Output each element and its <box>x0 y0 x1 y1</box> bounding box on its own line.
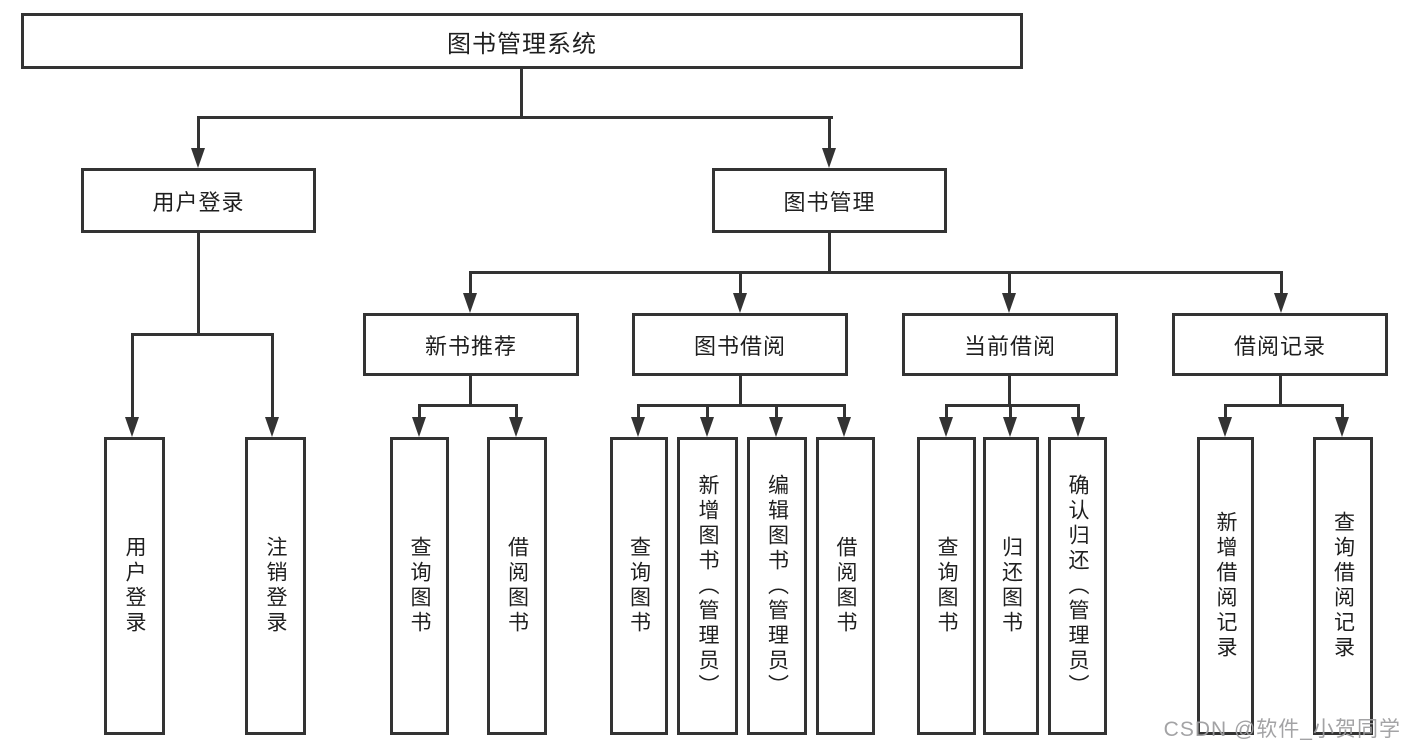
leaf-logout: 注销登录 <box>245 437 306 735</box>
arrow-down-icon <box>1218 417 1232 437</box>
arrow-down-icon <box>265 417 279 437</box>
connector-user-login-vertical <box>197 232 200 336</box>
arrow-down-icon <box>125 417 139 437</box>
connector-to-bb-query <box>637 404 640 419</box>
arrow-down-icon <box>1071 417 1085 437</box>
connector-to-cb-confirm <box>1077 404 1080 419</box>
connector-book-mgmt-vertical <box>828 232 831 273</box>
arrow-down-icon <box>822 148 836 168</box>
leaf-br-add-record: 新增借阅记录 <box>1197 437 1254 735</box>
connector-to-bb-borrow <box>843 404 846 419</box>
connector-user-login-horizontal <box>131 333 274 336</box>
node-borrow-record: 借阅记录 <box>1172 313 1388 376</box>
node-book-management: 图书管理 <box>712 168 947 233</box>
arrow-down-icon <box>700 417 714 437</box>
arrow-down-icon <box>1335 417 1349 437</box>
connector-book-borrow-horizontal <box>637 404 846 407</box>
arrow-down-icon <box>191 148 205 168</box>
connector-new-rec-horizontal <box>418 404 518 407</box>
leaf-user-login: 用户登录 <box>104 437 165 735</box>
connector-to-user-login <box>197 116 200 150</box>
connector-to-new-rec <box>469 271 472 295</box>
connector-to-cur-borrow <box>1008 271 1011 295</box>
connector-to-book-mgmt <box>828 116 831 150</box>
arrow-down-icon <box>509 417 523 437</box>
leaf-bb-add-books-admin: 新增图书（管理员） <box>677 437 738 735</box>
node-new-book-recommend: 新书推荐 <box>363 313 579 376</box>
connector-to-leaf-login <box>131 333 134 419</box>
leaf-bb-edit-books-admin: 编辑图书（管理员） <box>747 437 807 735</box>
leaf-cb-query-books: 查询图书 <box>917 437 976 735</box>
connector-borrow-rec-horizontal <box>1224 404 1344 407</box>
connector-to-leaf-logout <box>271 333 274 419</box>
connector-to-book-borrow <box>739 271 742 295</box>
connector-book-borrow-vertical <box>739 376 742 407</box>
connector-new-rec-vertical <box>469 376 472 407</box>
node-user-login: 用户登录 <box>81 168 316 233</box>
connector-book-mgmt-horizontal <box>469 271 1283 274</box>
connector-to-rec-borrow <box>515 404 518 419</box>
connector-borrow-rec-vertical <box>1279 376 1282 407</box>
connector-root-vertical <box>520 67 523 118</box>
leaf-bb-borrow-books: 借阅图书 <box>816 437 875 735</box>
connector-to-br-add <box>1224 404 1227 419</box>
arrow-down-icon <box>769 417 783 437</box>
arrow-down-icon <box>1002 293 1016 313</box>
arrow-down-icon <box>1274 293 1288 313</box>
arrow-down-icon <box>733 293 747 313</box>
leaf-br-query-record: 查询借阅记录 <box>1313 437 1373 735</box>
leaf-rec-query-books: 查询图书 <box>390 437 449 735</box>
arrow-down-icon <box>463 293 477 313</box>
arrow-down-icon <box>837 417 851 437</box>
connector-to-bb-add <box>706 404 709 419</box>
leaf-rec-borrow-books: 借阅图书 <box>487 437 547 735</box>
connector-root-horizontal <box>197 116 833 119</box>
connector-to-br-query <box>1341 404 1344 419</box>
arrow-down-icon <box>939 417 953 437</box>
leaf-cb-confirm-return-admin: 确认归还（管理员） <box>1048 437 1107 735</box>
connector-to-cb-query <box>945 404 948 419</box>
node-current-borrow: 当前借阅 <box>902 313 1118 376</box>
connector-cur-borrow-vertical <box>1008 376 1011 407</box>
arrow-down-icon <box>631 417 645 437</box>
csdn-watermark: CSDN @软件_小贺同学 <box>1163 718 1401 741</box>
leaf-cb-return-books: 归还图书 <box>983 437 1039 735</box>
connector-to-bb-edit <box>775 404 778 419</box>
arrow-down-icon <box>1003 417 1017 437</box>
leaf-bb-query-books: 查询图书 <box>610 437 668 735</box>
connector-to-borrow-rec <box>1280 271 1283 295</box>
connector-to-cb-return <box>1009 404 1012 419</box>
arrow-down-icon <box>412 417 426 437</box>
connector-to-rec-query <box>418 404 421 419</box>
node-root-system: 图书管理系统 <box>21 13 1023 69</box>
node-book-borrow: 图书借阅 <box>632 313 848 376</box>
connector-cur-borrow-horizontal <box>945 404 1080 407</box>
